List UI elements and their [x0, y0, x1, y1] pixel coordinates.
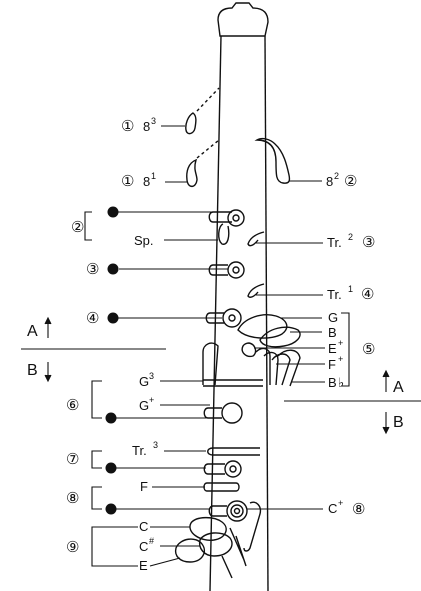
body-right-edge — [264, 35, 269, 591]
circled-num-2a: ② — [344, 173, 357, 190]
circled-num-2b: ② — [71, 219, 84, 236]
label-8-3: 8 — [143, 119, 150, 134]
trill-key-2 — [247, 231, 265, 247]
ring-7 — [224, 460, 242, 478]
pinky-key-c — [189, 516, 227, 541]
label-tr1: Tr. — [327, 287, 342, 302]
circled-num-3b: ③ — [86, 261, 99, 278]
octave-key-8-2 — [254, 137, 291, 184]
label-g: G — [328, 310, 338, 325]
instrument-body — [203, 2, 269, 591]
label-c: C — [139, 519, 148, 534]
g3-key — [202, 342, 219, 386]
label-g3: G — [139, 374, 149, 389]
body-keys — [174, 209, 301, 579]
label-c-sharp: C — [139, 539, 148, 554]
label-tr2: Tr. — [327, 235, 342, 250]
label-8-3-sup: 3 — [151, 116, 156, 126]
circled-num-6: ⑥ — [66, 397, 79, 414]
label-flat-sign: ♭ — [338, 375, 344, 390]
circled-num-4b: ④ — [86, 310, 99, 327]
label-f: F — [140, 479, 148, 494]
circled-num-5: ⑤ — [362, 341, 375, 358]
circled-num-3a: ③ — [362, 234, 375, 251]
side-key-e — [241, 342, 257, 358]
label-b: B — [328, 325, 337, 340]
label-sharp-sign: # — [149, 536, 154, 546]
ring-g-plus — [221, 402, 243, 424]
label-c-plus-sign: + — [338, 498, 343, 508]
side-key-b — [259, 326, 301, 348]
label-8-1-sup: 1 — [151, 171, 156, 181]
leader-lines — [21, 125, 421, 567]
label-tr2-sup: 2 — [348, 232, 353, 242]
circled-num-1a: ① — [121, 118, 134, 135]
trill-key-3 — [207, 447, 260, 456]
region-arrows — [44, 316, 390, 435]
circled-num-4a: ④ — [361, 286, 374, 303]
ring-8-outer — [226, 500, 248, 522]
label-g3-sup: 3 — [149, 371, 154, 381]
f-key — [203, 482, 240, 492]
label-b-flat: B — [328, 375, 337, 390]
label-e: E — [139, 558, 148, 573]
circled-num-7: ⑦ — [66, 451, 79, 468]
ring-4 — [222, 308, 242, 328]
octave-key-8-1-link — [196, 139, 220, 159]
side-key-levers — [255, 347, 301, 387]
pinky-levers — [221, 527, 247, 579]
region-a-right: A — [393, 379, 404, 396]
label-8-2: 8 — [326, 174, 333, 189]
label-tr1-sup: 1 — [348, 284, 353, 294]
octave-key-8-3-link — [196, 87, 220, 112]
label-e-plus-sign: + — [338, 338, 343, 348]
label-e-plus: E — [328, 341, 337, 356]
circled-num-1b: ① — [121, 173, 134, 190]
label-sp: Sp. — [134, 233, 154, 248]
octave-keys — [185, 87, 291, 188]
trill-key-1 — [247, 283, 265, 298]
label-8-2-sup: 2 — [334, 171, 339, 181]
octave-key-8-3 — [185, 112, 197, 135]
label-tr3-sup: 3 — [153, 440, 158, 450]
pinky-key-c-sharp — [198, 532, 233, 557]
label-g-plus-sign: + — [149, 395, 154, 405]
label-c-plus: C — [328, 501, 337, 516]
label-f-plus: F — [328, 357, 336, 372]
circled-num-8a: ⑧ — [66, 490, 79, 507]
circled-num-9: ⑨ — [66, 539, 79, 556]
label-8-1: 8 — [143, 174, 150, 189]
region-b-left: B — [27, 362, 38, 379]
label-tr3: Tr. — [132, 443, 147, 458]
top-cap — [217, 2, 269, 37]
region-b-right: B — [393, 414, 404, 431]
region-a-left: A — [27, 323, 38, 340]
c-plus-lever — [243, 501, 262, 552]
ring-2 — [227, 209, 245, 227]
finger-dots — [105, 206, 119, 515]
circled-num-8b: ⑧ — [352, 501, 365, 518]
octave-key-8-1 — [186, 158, 198, 188]
side-key-g — [237, 314, 288, 339]
ring-3 — [227, 261, 245, 279]
label-f-plus-sign: + — [338, 354, 343, 364]
label-g-plus: G — [139, 398, 149, 413]
labels: ① 8 3 ① 8 1 8 2 ② ② Sp. Tr. 2 ③ ③ Tr. 1 … — [27, 116, 404, 573]
